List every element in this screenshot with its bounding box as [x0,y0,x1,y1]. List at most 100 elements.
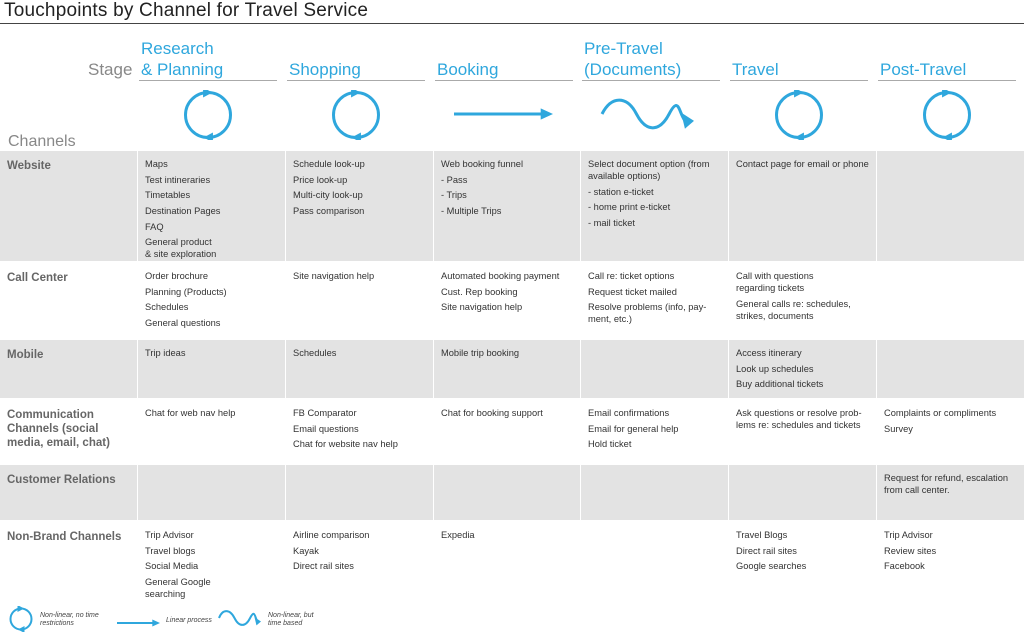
stage-underline [582,80,720,81]
touchpoint-item: Timetables [145,190,191,201]
circular-arrow-icon [922,87,972,145]
column-divider [580,465,581,520]
column-divider [580,151,581,261]
column-divider [876,465,877,520]
touchpoint-item: Travel Blogs [736,530,788,540]
column-divider [876,340,877,398]
touchpoint-item: Test intineraries [145,174,211,185]
row-background [0,465,1024,520]
channel-label: Customer Relations [7,474,116,486]
touchpoint-item: Schedule look-up [293,159,365,169]
channel-label: Mobile [7,349,44,361]
column-divider [433,151,434,261]
touchpoint-item: Direct rail sites [736,545,797,556]
stage-title-line: Research [141,39,214,58]
column-divider [728,465,729,520]
wave-arrow-icon [217,609,263,632]
touchpoint-item: Ask questions or resolve prob- lems re: … [736,408,862,430]
stage-title-line: Post-Travel [880,60,967,79]
stage-title-line: & Planning [141,60,224,79]
touchpoint-item: Schedules [293,348,337,358]
touchpoint-item: General product & site exploration [145,237,217,260]
stage-title: Post-Travel [880,59,966,80]
touchpoint-item: Request ticket mailed [588,286,677,297]
circular-arrow-icon [8,605,34,637]
touchpoint-item: Resolve problems (info, pay- ment, etc.) [588,302,707,325]
touchpoint-item: Survey [884,423,913,434]
touchpoint-cell: Contact page for email or phone [736,158,876,174]
touchpoint-item: Email for general help [588,423,679,434]
column-divider [137,151,138,261]
touchpoint-item: Access itinerary [736,348,802,358]
touchpoint-item: Planning (Products) [145,286,227,297]
channel-label: Website [7,160,51,172]
touchpoint-item: - Multiple Trips [441,206,502,217]
touchpoint-item: Automated booking payment [441,271,560,281]
touchpoint-item: - Pass [441,174,468,185]
row-background [0,151,1024,261]
touchpoint-item: Chat for booking support [441,408,543,418]
touchpoint-item: Direct rail sites [293,561,354,572]
touchpoint-item: Schedules [145,302,189,313]
touchpoint-cell: Chat for web nav help [145,407,285,423]
stage-title: Shopping [289,59,361,80]
touchpoint-cell: Ask questions or resolve prob- lems re: … [736,407,876,435]
row-background [0,340,1024,398]
stage-underline [730,80,868,81]
touchpoint-item: FB Comparator [293,408,357,418]
touchpoint-item: Request for refund, escalation from call… [884,473,1009,495]
circular-arrow-icon [183,87,233,145]
touchpoint-cell: Schedules [293,347,433,363]
touchpoint-item: Email questions [293,423,359,434]
touchpoint-item: Airline comparison [293,530,370,540]
touchpoint-cell: Mobile trip booking [441,347,581,363]
touchpoint-item: Facebook [884,561,925,572]
touchpoint-item: Order brochure [145,271,209,281]
column-divider [285,340,286,398]
linear-arrow-icon [116,615,160,633]
touchpoint-cell: Select document option (from available o… [588,158,728,233]
channel-label: Call Center [7,272,68,284]
column-divider [137,465,138,520]
stage-title-line: Shopping [289,60,361,79]
column-divider [285,151,286,261]
touchpoint-item: FAQ [145,221,164,232]
touchpoint-item: Travel blogs [145,545,196,556]
touchpoint-item: - Trips [441,190,467,201]
touchpoint-cell: Request for refund, escalation from call… [884,472,1024,500]
stage-title-line: (Documents) [584,60,682,79]
touchpoint-item: Pass comparison [293,206,365,217]
touchpoint-item: Multi-city look-up [293,190,363,201]
touchpoint-cell: Chat for booking support [441,407,581,423]
touchpoint-item: - home print e-ticket [588,202,671,213]
legend-label: Linear process [166,617,212,624]
stage-title-line: Travel [732,60,779,79]
touchpoint-item: General Google searching [145,577,211,600]
touchpoint-item: Chat for web nav help [145,408,236,418]
touchpoint-item: General questions [145,318,221,329]
stage-underline [878,80,1016,81]
column-divider [137,340,138,398]
touchpoint-item: Trip ideas [145,348,186,358]
touchpoint-item: Price look-up [293,174,348,185]
touchpoint-item: General calls re: schedules, strikes, do… [736,298,851,321]
touchpoint-item: Call with questions regarding tickets [736,271,814,293]
linear-arrow-icon [453,106,553,127]
channel-label: Non-Brand Channels [7,531,122,543]
circular-arrow-icon [331,87,381,145]
touchpoint-item: Review sites [884,545,937,556]
stage-title: Research & Planning [141,38,223,80]
touchpoint-item: Kayak [293,545,319,556]
touchpoint-item: Mobile trip booking [441,348,520,358]
stage-title: Booking [437,59,498,80]
channel-label: Communication Channels (social media, em… [7,409,110,449]
touchpoint-cell: Expedia [441,529,581,545]
